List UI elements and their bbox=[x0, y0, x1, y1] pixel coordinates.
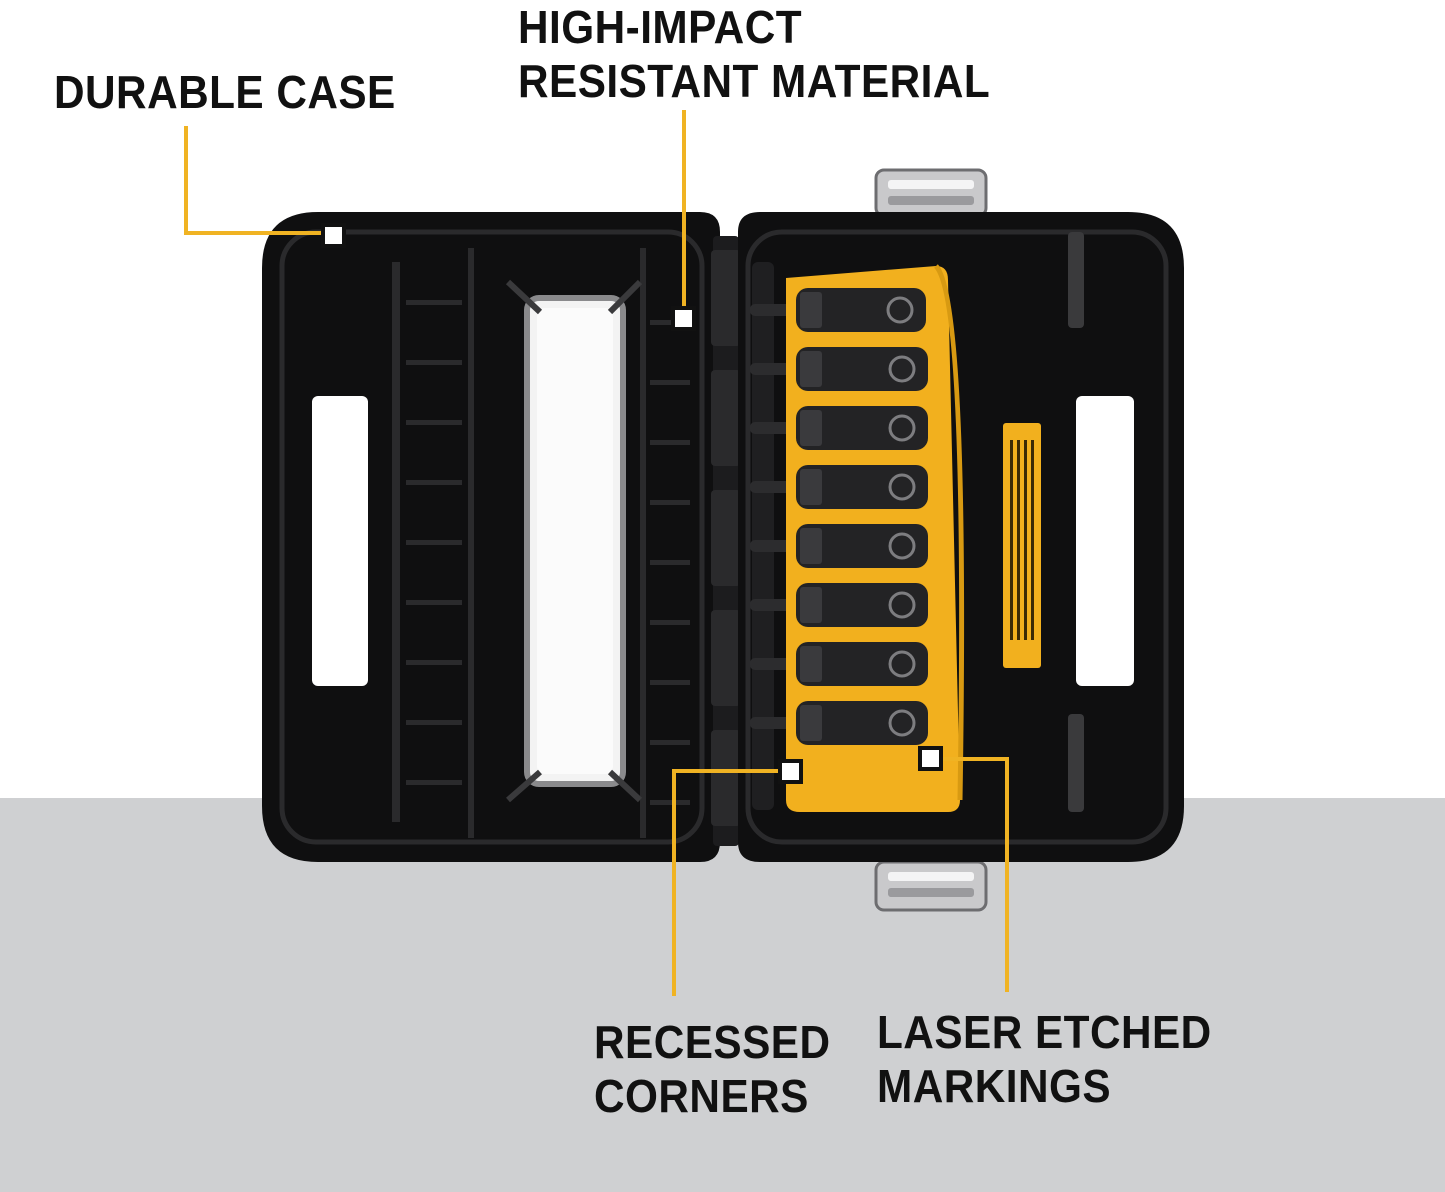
hinge-knuckle bbox=[711, 370, 741, 466]
callout-durable-case-line: DURABLE CASE bbox=[54, 66, 396, 118]
callout-high-impact-line-1: HIGH-IMPACT bbox=[518, 1, 803, 53]
sticker-print bbox=[1024, 440, 1027, 640]
hinge-knuckle bbox=[711, 490, 741, 586]
callout-high-impact: HIGH-IMPACT RESISTANT MATERIAL bbox=[518, 0, 990, 108]
lid-rib bbox=[406, 600, 462, 605]
callout-recessed-corners: RECESSED CORNERS bbox=[594, 1015, 831, 1123]
socket-etching bbox=[800, 410, 822, 446]
lid-rib bbox=[650, 560, 690, 565]
callout-laser-etched: LASER ETCHED MARKINGS bbox=[877, 1005, 1212, 1113]
sticker-print bbox=[1010, 440, 1013, 640]
hinge-knuckle bbox=[711, 250, 741, 346]
lid-rib bbox=[406, 660, 462, 665]
socket-size-ring bbox=[888, 591, 916, 619]
socket-etching bbox=[800, 587, 822, 623]
socket-size-ring bbox=[888, 709, 916, 737]
hinge-knuckle bbox=[711, 730, 741, 826]
callout-leaders bbox=[184, 110, 1009, 996]
sticker-print bbox=[1017, 440, 1020, 640]
socket-etching bbox=[800, 646, 822, 682]
lid-rib bbox=[650, 320, 690, 325]
lid-rib bbox=[650, 800, 690, 805]
socket-size-ring bbox=[888, 650, 916, 678]
lid-rib bbox=[650, 380, 690, 385]
socket-size-ring bbox=[886, 296, 914, 324]
impact-socket bbox=[796, 406, 928, 450]
lid-rib bbox=[650, 620, 690, 625]
callout-recessed-corners-line-1: RECESSED bbox=[594, 1016, 831, 1068]
impact-socket bbox=[796, 583, 928, 627]
socket-post bbox=[750, 540, 796, 552]
socket-post bbox=[750, 422, 796, 434]
socket-etching bbox=[800, 469, 822, 505]
lid-rib bbox=[406, 540, 462, 545]
callout-recessed-corners-line-2: CORNERS bbox=[594, 1070, 809, 1122]
lid-rib bbox=[406, 720, 462, 725]
socket-post bbox=[750, 717, 796, 729]
case-lid bbox=[262, 212, 720, 862]
socket-post bbox=[750, 481, 796, 493]
lid-rib bbox=[650, 500, 690, 505]
lid-rib bbox=[406, 360, 462, 365]
lid-rib bbox=[650, 740, 690, 745]
callout-laser-etched-line-2: MARKINGS bbox=[877, 1060, 1112, 1112]
case-base bbox=[738, 212, 1184, 862]
socket-size-ring bbox=[888, 355, 916, 383]
square-marker-icon bbox=[321, 223, 346, 248]
socket-etching bbox=[800, 351, 822, 387]
impact-socket bbox=[796, 642, 928, 686]
socket-size-ring bbox=[888, 473, 916, 501]
socket-post bbox=[750, 363, 796, 375]
impact-socket bbox=[796, 288, 926, 332]
socket-etching bbox=[800, 705, 822, 741]
lid-rib bbox=[406, 420, 462, 425]
square-marker-icon bbox=[778, 759, 803, 784]
socket-size-ring bbox=[888, 532, 916, 560]
lid-rib bbox=[406, 300, 462, 305]
callout-high-impact-line-2: RESISTANT MATERIAL bbox=[518, 55, 991, 107]
socket-etching bbox=[800, 292, 822, 328]
sticker-print bbox=[1031, 440, 1034, 640]
callout-durable-case: DURABLE CASE bbox=[54, 65, 396, 119]
socket-size-ring bbox=[888, 414, 916, 442]
socket-post bbox=[750, 599, 796, 611]
floor-backdrop bbox=[0, 798, 1445, 1192]
lid-rib bbox=[650, 680, 690, 685]
impact-socket bbox=[796, 701, 928, 745]
impact-socket bbox=[796, 465, 928, 509]
callout-markers bbox=[321, 223, 943, 784]
hinge-knuckle bbox=[711, 610, 741, 706]
impact-socket bbox=[796, 347, 928, 391]
lid-rib bbox=[406, 780, 462, 785]
lid-rib bbox=[650, 440, 690, 445]
socket-post bbox=[750, 304, 796, 316]
callout-laser-etched-line-1: LASER ETCHED bbox=[877, 1006, 1212, 1058]
impact-socket bbox=[796, 524, 928, 568]
lid-rib bbox=[406, 480, 462, 485]
socket-post bbox=[750, 658, 796, 670]
square-marker-icon bbox=[918, 746, 943, 771]
square-marker-icon bbox=[671, 306, 696, 331]
socket-etching bbox=[800, 528, 822, 564]
case-hinge bbox=[711, 236, 741, 846]
